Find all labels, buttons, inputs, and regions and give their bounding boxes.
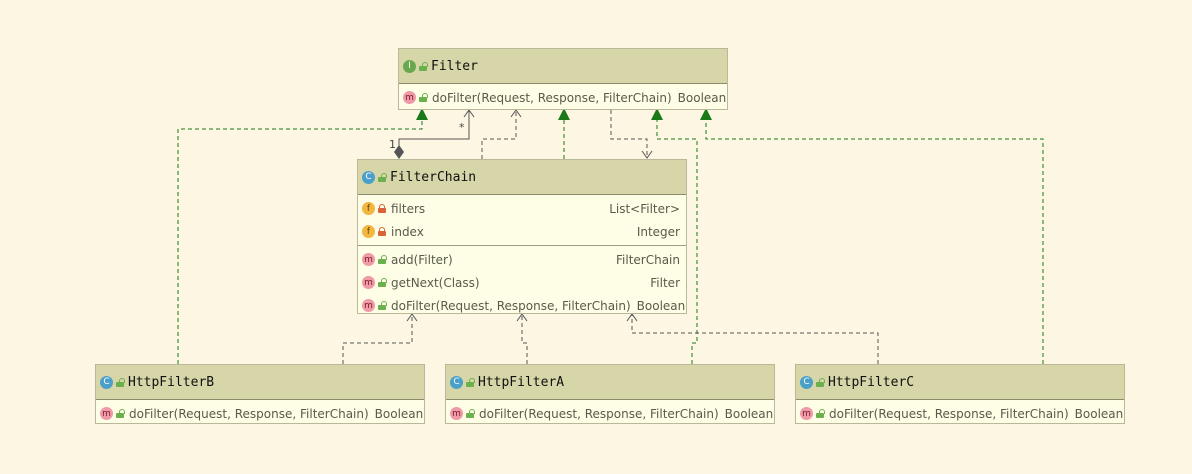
- dependency-filter-filterchain: [610, 110, 648, 158]
- filterchain-header: C FilterChain: [358, 160, 686, 195]
- filterchain-fields: f filters List<Filter> f index Integer: [358, 195, 686, 246]
- realization-httpfiltera-filter: [656, 118, 698, 364]
- method-type: FilterChain: [616, 252, 680, 267]
- method-type: Boolean: [636, 298, 686, 313]
- method-icon: m: [100, 407, 113, 420]
- public-lock-icon: [466, 377, 475, 387]
- field-row: f index Integer: [358, 220, 686, 243]
- method-type: Filter: [650, 275, 680, 290]
- method-name: doFilter(Request, Response, FilterChain): [829, 406, 1069, 421]
- httpfiltera-title: HttpFilterA: [478, 374, 565, 390]
- method-row: m doFilter(Request, Response, FilterChai…: [358, 294, 686, 317]
- method-name: doFilter(Request, Response, FilterChain): [432, 90, 672, 105]
- method-type: Boolean: [677, 90, 727, 105]
- composition-target-multiplicity: *: [459, 121, 465, 134]
- filterchain-methods: m add(Filter) FilterChain m getNext(Clas…: [358, 246, 686, 319]
- realization-arrowhead: [558, 108, 570, 120]
- field-row: f filters List<Filter>: [358, 197, 686, 220]
- method-icon: m: [800, 407, 813, 420]
- httpfilterb-title: HttpFilterB: [128, 374, 215, 390]
- composition-filterchain-filter: [398, 110, 470, 147]
- method-type: Boolean: [374, 406, 424, 421]
- composition-diamond: [394, 145, 404, 159]
- filter-title: Filter: [431, 58, 478, 74]
- dependency-arrowhead: [516, 313, 528, 322]
- field-name: filters: [391, 201, 426, 216]
- public-lock-icon: [816, 409, 825, 418]
- private-lock-icon: [378, 227, 386, 236]
- interface-icon: I: [403, 59, 416, 73]
- class-icon: C: [450, 375, 463, 389]
- composition-arrowhead: [463, 109, 475, 118]
- public-lock-icon: [116, 409, 125, 418]
- public-lock-icon: [116, 377, 125, 387]
- filter-header: I Filter: [399, 49, 727, 84]
- method-row: m getNext(Class) Filter: [358, 271, 686, 294]
- composition-source-multiplicity: 1: [389, 138, 396, 151]
- public-lock-icon: [419, 93, 428, 102]
- httpfilterb-methods: m doFilter(Request, Response, FilterChai…: [96, 400, 424, 427]
- dependency-httpfilterb-filterchain: [342, 314, 413, 364]
- method-icon: m: [450, 407, 463, 420]
- method-name: doFilter(Request, Response, FilterChain): [129, 406, 369, 421]
- public-lock-icon: [378, 172, 387, 182]
- method-name: add(Filter): [391, 252, 453, 267]
- method-name: doFilter(Request, Response, FilterChain): [479, 406, 719, 421]
- method-row: m doFilter(Request, Response, FilterChai…: [399, 86, 727, 109]
- field-type: List<Filter>: [609, 201, 680, 216]
- class-icon: C: [362, 170, 375, 184]
- httpfilterb-class-box[interactable]: C HttpFilterB m doFilter(Request, Respon…: [95, 364, 425, 424]
- field-type: Integer: [636, 224, 680, 239]
- httpfilterb-header: C HttpFilterB: [96, 365, 424, 400]
- dependency-arrowhead: [626, 313, 638, 322]
- dependency-filterchain-filter: [481, 110, 517, 159]
- httpfiltera-methods: m doFilter(Request, Response, FilterChai…: [446, 400, 774, 427]
- filter-interface-box[interactable]: I Filter m doFilter(Request, Response, F…: [398, 48, 728, 110]
- dependency-httpfilterc-filterchain: [631, 314, 879, 364]
- realization-arrowhead: [651, 108, 663, 120]
- class-icon: C: [100, 375, 113, 389]
- httpfilterc-class-box[interactable]: C HttpFilterC m doFilter(Request, Respon…: [795, 364, 1125, 424]
- public-lock-icon: [378, 301, 387, 310]
- public-lock-icon: [466, 409, 475, 418]
- field-icon: f: [362, 202, 375, 215]
- method-row: m doFilter(Request, Response, FilterChai…: [796, 402, 1124, 425]
- method-icon: m: [362, 276, 375, 289]
- method-type: Boolean: [1074, 406, 1124, 421]
- realization-arrowhead: [700, 108, 712, 120]
- realization-httpfilterb-filter: [177, 118, 423, 364]
- method-name: getNext(Class): [391, 275, 480, 290]
- method-row: m doFilter(Request, Response, FilterChai…: [446, 402, 774, 425]
- public-lock-icon: [419, 61, 428, 71]
- dependency-arrowhead: [510, 109, 522, 118]
- httpfiltera-header: C HttpFilterA: [446, 365, 774, 400]
- httpfilterc-methods: m doFilter(Request, Response, FilterChai…: [796, 400, 1124, 427]
- method-row: m add(Filter) FilterChain: [358, 248, 686, 271]
- dependency-httpfiltera-filterchain: [521, 314, 528, 364]
- public-lock-icon: [816, 377, 825, 387]
- method-icon: m: [362, 253, 375, 266]
- httpfilterc-title: HttpFilterC: [828, 374, 915, 390]
- method-row: m doFilter(Request, Response, FilterChai…: [96, 402, 424, 425]
- class-icon: C: [800, 375, 813, 389]
- filterchain-class-box[interactable]: C FilterChain f filters List<Filter> f i…: [357, 159, 687, 314]
- public-lock-icon: [378, 278, 387, 287]
- public-lock-icon: [378, 255, 387, 264]
- method-icon: m: [362, 299, 375, 312]
- method-type: Boolean: [724, 406, 774, 421]
- dependency-arrowhead: [641, 150, 653, 159]
- method-name: doFilter(Request, Response, FilterChain): [391, 298, 631, 313]
- httpfilterc-header: C HttpFilterC: [796, 365, 1124, 400]
- realization-arrowhead: [416, 108, 428, 120]
- field-name: index: [391, 224, 424, 239]
- httpfiltera-class-box[interactable]: C HttpFilterA m doFilter(Request, Respon…: [445, 364, 775, 424]
- filter-methods: m doFilter(Request, Response, FilterChai…: [399, 84, 727, 111]
- filterchain-title: FilterChain: [390, 169, 477, 185]
- realization-httpfilterc-filter: [705, 118, 1044, 364]
- method-icon: m: [403, 91, 416, 104]
- dependency-arrowhead: [406, 313, 418, 322]
- field-icon: f: [362, 225, 375, 238]
- private-lock-icon: [378, 204, 386, 213]
